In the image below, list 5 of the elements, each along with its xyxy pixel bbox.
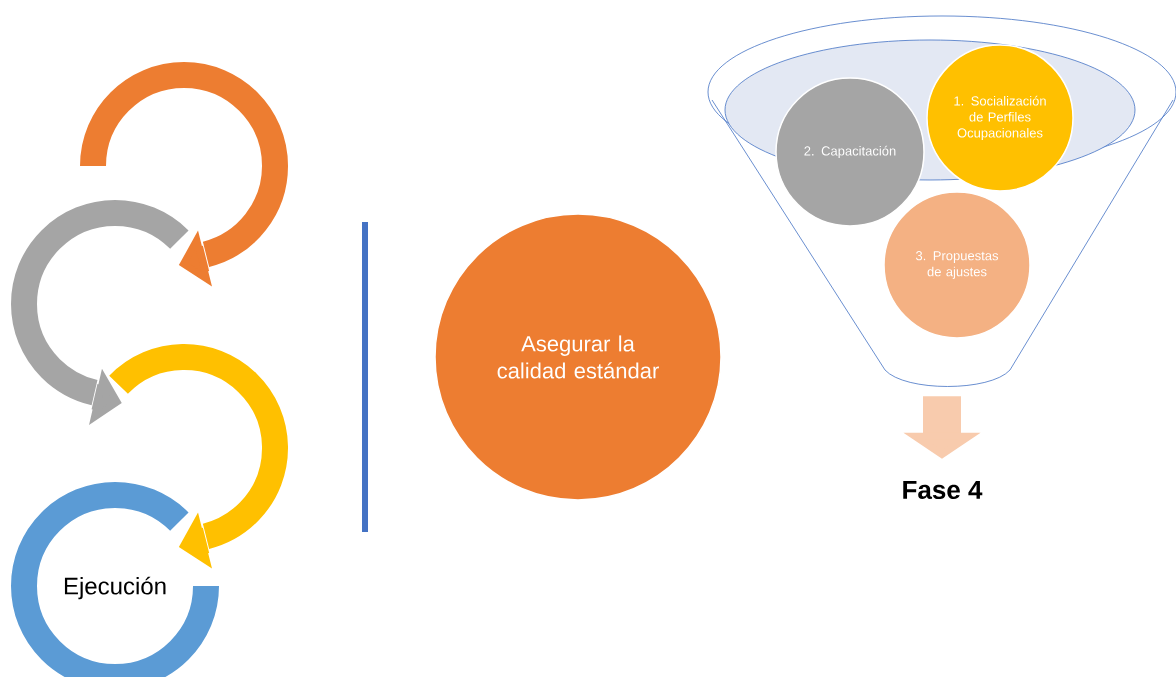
- circular-arc: [80, 62, 288, 267]
- circular-arc: Ejecución: [11, 482, 219, 677]
- circular-arc: [109, 344, 288, 549]
- circular-arc: [11, 200, 188, 406]
- phase-label: Fase 4: [903, 480, 983, 500]
